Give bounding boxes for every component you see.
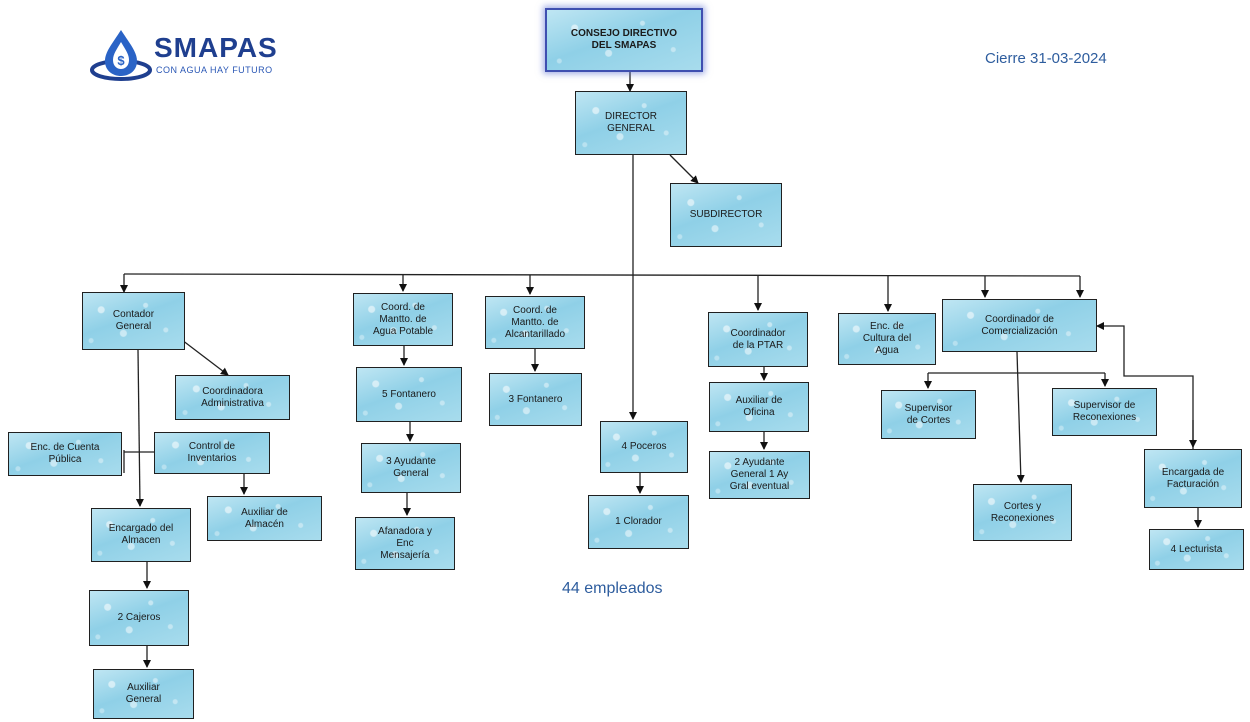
smapas-logo: $ SMAPAS CON AGUA HAY FUTURO [90, 26, 310, 82]
node-coord-alcantarillado: Coord. de Mantto. de Alcantarillado [485, 296, 585, 349]
node-control-inventarios: Control de Inventarios [154, 432, 270, 474]
node-4-lecturista: 4 Lecturista [1149, 529, 1244, 570]
employee-count: 44 empleados [562, 580, 663, 597]
closing-date: Cierre 31-03-2024 [985, 50, 1107, 67]
node-auxiliar-almacen: Auxiliar de Almacén [207, 496, 322, 541]
logo-tagline: CON AGUA HAY FUTURO [156, 65, 273, 75]
node-consejo-directivo: CONSEJO DIRECTIVO DEL SMAPAS [545, 8, 703, 72]
node-cortes-reconexiones: Cortes y Reconexiones [973, 484, 1072, 541]
node-5-fontanero: 5 Fontanero [356, 367, 462, 422]
water-drop-logo-icon: $ [90, 30, 152, 81]
node-director-general: DIRECTOR GENERAL [575, 91, 687, 155]
node-contador-general: Contador General [82, 292, 185, 350]
node-coordinador-comercializacion: Coordinador de Comercialización [942, 299, 1097, 352]
logo-title: SMAPAS [154, 32, 278, 63]
node-afanadora-mensajeria: Afanadora y Enc Mensajería [355, 517, 455, 570]
node-enc-cuenta-publica: Enc. de Cuenta Pública [8, 432, 122, 476]
node-3-fontanero: 3 Fontanero [489, 373, 582, 426]
node-auxiliar-general: Auxiliar General [93, 669, 194, 719]
node-subdirector: SUBDIRECTOR [670, 183, 782, 247]
node-supervisor-reconexiones: Supervisor de Reconexiones [1052, 388, 1157, 436]
node-coord-agua-potable: Coord. de Mantto. de Agua Potable [353, 293, 453, 346]
node-encargado-almacen: Encargado del Almacen [91, 508, 191, 562]
node-4-poceros: 4 Poceros [600, 421, 688, 473]
node-1-clorador: 1 Clorador [588, 495, 689, 549]
node-enc-cultura-agua: Enc. de Cultura del Agua [838, 313, 936, 365]
node-supervisor-cortes: Supervisor de Cortes [881, 390, 976, 439]
node-2-ayudante-general: 2 Ayudante General 1 Ay Gral eventual [709, 451, 810, 499]
node-coordinador-ptar: Coordinador de la PTAR [708, 312, 808, 367]
node-auxiliar-oficina: Auxiliar de Oficina [709, 382, 809, 432]
node-encargada-facturacion: Encargada de Facturación [1144, 449, 1242, 508]
svg-text:$: $ [117, 53, 125, 68]
node-3-ayudante-general: 3 Ayudante General [361, 443, 461, 493]
node-cajeros: 2 Cajeros [89, 590, 189, 646]
node-coordinadora-administrativa: Coordinadora Administrativa [175, 375, 290, 420]
